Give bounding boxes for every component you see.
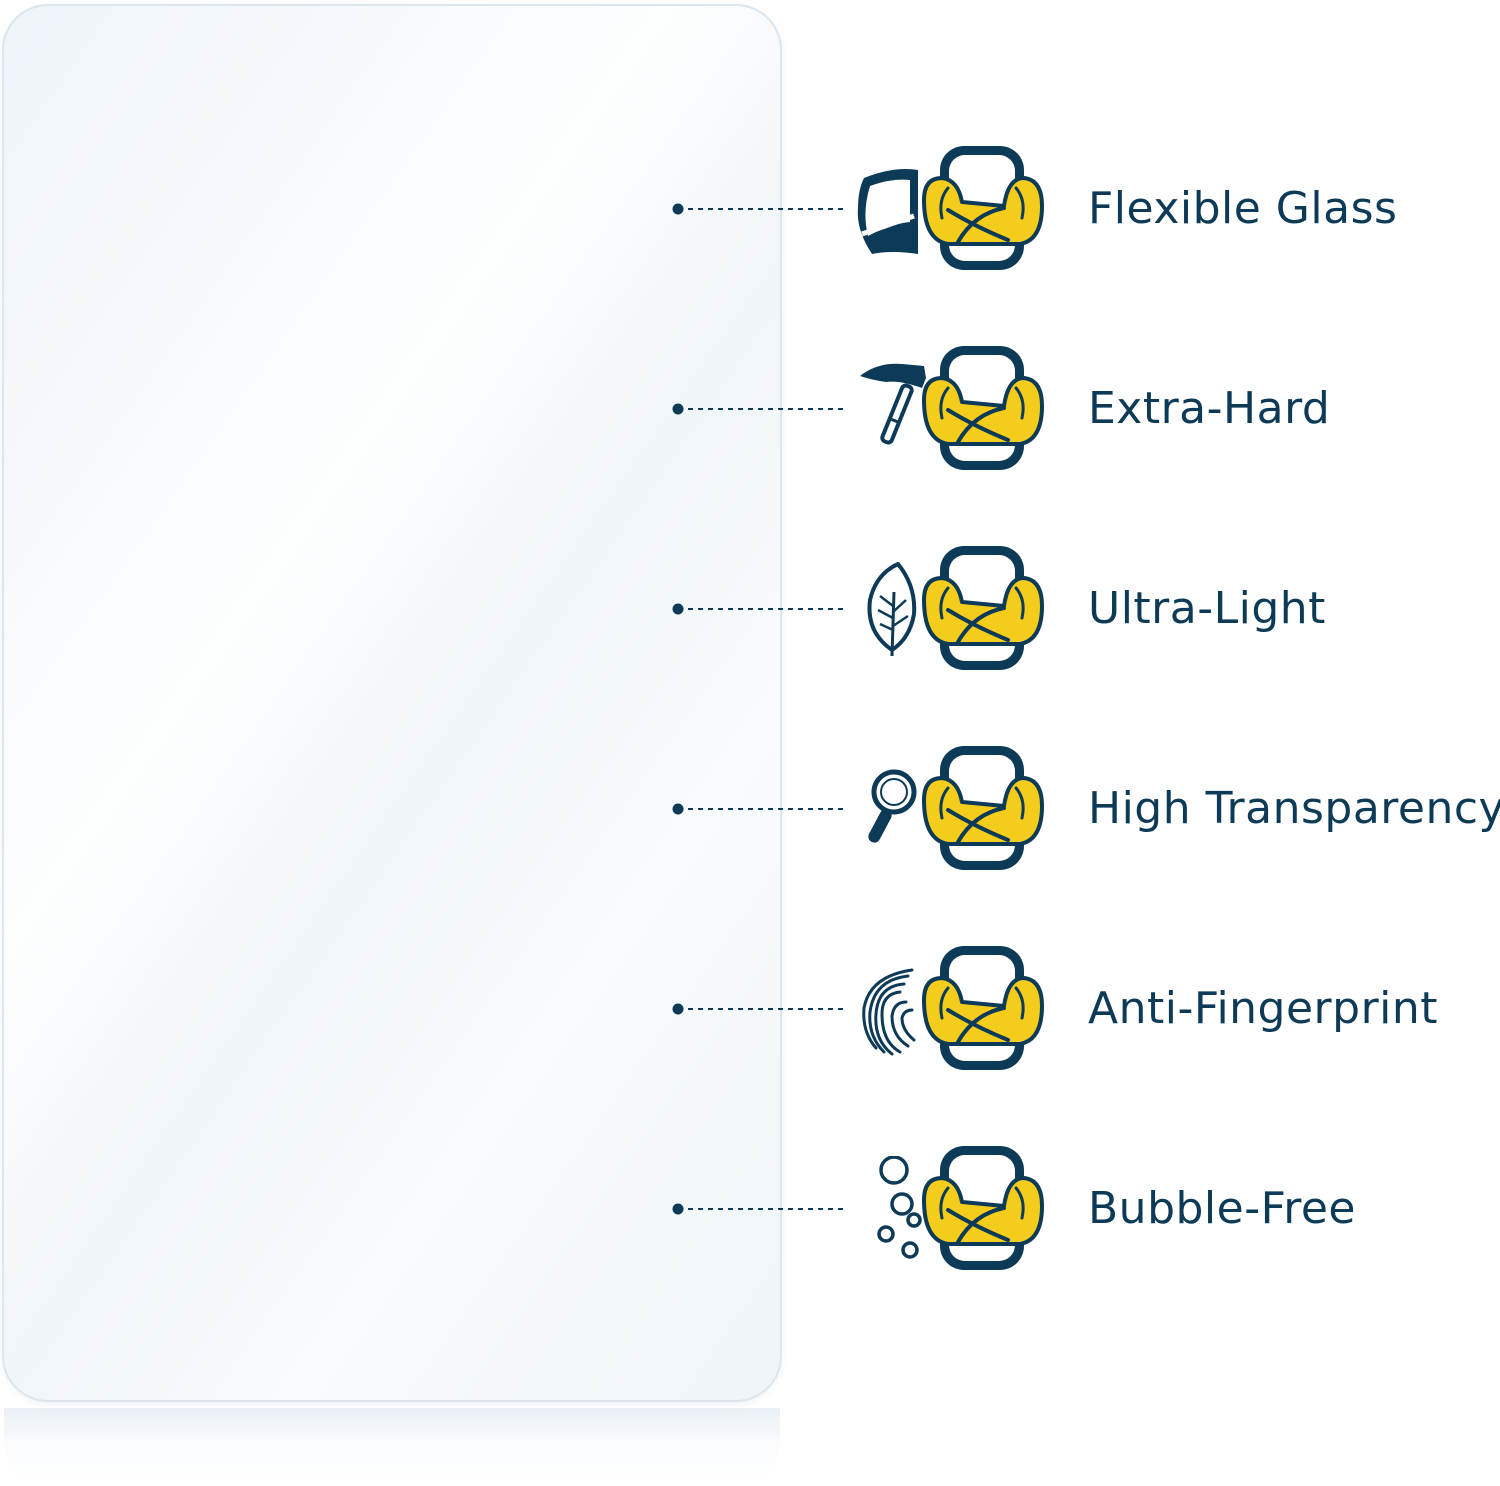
fingerprint-icon bbox=[862, 968, 916, 1056]
magnifier-icon bbox=[868, 769, 917, 843]
strong-glass-mascot-icon bbox=[922, 146, 1044, 270]
feature-row-extra-hard: Extra-Hard bbox=[0, 344, 1500, 474]
flexible-glass-icon bbox=[857, 169, 918, 254]
dotted-connector bbox=[672, 803, 844, 815]
strong-glass-mascot-icon bbox=[922, 546, 1044, 670]
feature-row-bubble-free: Bubble-Free bbox=[0, 1144, 1500, 1274]
hammer-icon bbox=[860, 363, 926, 445]
dotted-connector bbox=[672, 403, 844, 415]
strong-glass-mascot-icon bbox=[922, 746, 1044, 870]
dotted-connector bbox=[672, 203, 844, 215]
dotted-connector bbox=[672, 1003, 844, 1015]
feature-label: Bubble-Free bbox=[1088, 1183, 1356, 1234]
glass-reflection bbox=[4, 1408, 780, 1486]
strong-glass-mascot-icon bbox=[922, 1146, 1044, 1270]
strong-glass-mascot-icon bbox=[922, 946, 1044, 1070]
dotted-connector bbox=[672, 1203, 844, 1215]
screen-protector-glass bbox=[2, 4, 782, 1402]
feature-label: Extra-Hard bbox=[1088, 383, 1331, 434]
feature-label: High Transparency bbox=[1088, 783, 1500, 834]
feature-row-ultra-light: Ultra-Light bbox=[0, 544, 1500, 674]
bubbles-icon bbox=[877, 1156, 922, 1259]
feature-label: Anti-Fingerprint bbox=[1088, 983, 1439, 1034]
feature-row-flexible-glass: Flexible Glass bbox=[0, 144, 1500, 274]
strong-glass-mascot-icon bbox=[922, 346, 1044, 470]
feature-label: Flexible Glass bbox=[1088, 183, 1398, 234]
feature-row-anti-fingerprint: Anti-Fingerprint bbox=[0, 944, 1500, 1074]
dotted-connector bbox=[672, 603, 844, 615]
feather-icon bbox=[867, 562, 917, 657]
feature-label: Ultra-Light bbox=[1088, 583, 1326, 634]
feature-row-high-transparency: High Transparency bbox=[0, 744, 1500, 874]
